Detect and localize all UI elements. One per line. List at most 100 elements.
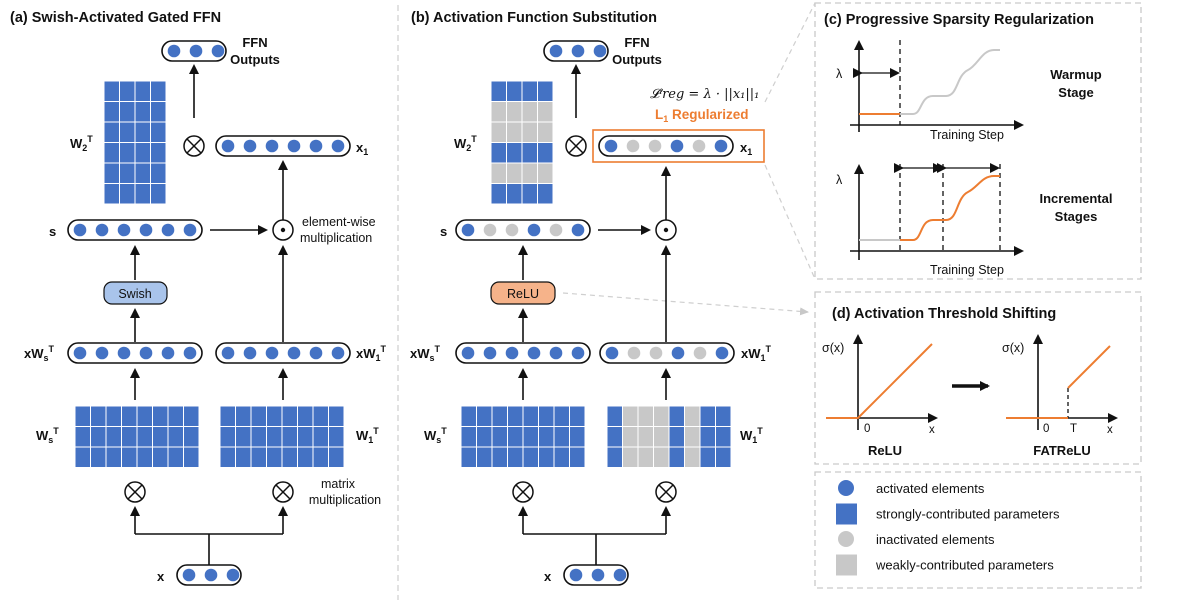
- a-s-label: s: [49, 224, 56, 239]
- b-ws-strong-cell: [491, 405, 508, 427]
- a-ws-strong-cell: [136, 446, 153, 468]
- b-w1-strong-cell: [668, 405, 685, 427]
- a-ws-strong-cell: [183, 426, 200, 448]
- b-w1-strong-cell: [606, 405, 623, 427]
- a-x1-vector: [215, 135, 351, 157]
- a-xws-activated-dot: [183, 346, 197, 360]
- b-x1-inactive-dot: [648, 139, 662, 153]
- a-w2-strong-cell: [134, 101, 151, 123]
- a-ws-strong-cell: [105, 405, 122, 427]
- a-matrix-mult-2: multiplication: [309, 493, 381, 507]
- b-w1-strong-cell: [715, 426, 732, 448]
- b-loss-formula: 𝓛ⁱreg = λ · ||x₁||₁: [650, 87, 759, 102]
- c-bottom-incremental-curve: [900, 175, 1000, 241]
- a-elementwise-1: element-wise: [302, 215, 376, 229]
- a-ws-strong-cell: [152, 426, 169, 448]
- b-ws-strong-cell: [538, 446, 555, 468]
- a-w2-strong-cell: [150, 121, 167, 143]
- a-w1-strong-cell: [281, 426, 298, 448]
- b-relu-label: ReLU: [507, 287, 539, 301]
- d-fatrelu-curve-high: [1067, 345, 1111, 389]
- b-xws-activated-dot: [549, 346, 563, 360]
- b-relu-box: [490, 281, 556, 305]
- a-ws-strong-cell: [90, 446, 107, 468]
- b-xw1-activated-dot: [605, 346, 619, 360]
- a-xws-vector: [67, 342, 203, 364]
- a-ws-strong-cell: [121, 405, 138, 427]
- legend-square-swatch: [836, 554, 857, 576]
- b-ffn-label-2: Outputs: [612, 52, 662, 67]
- a-w2-strong-cell: [150, 80, 167, 102]
- b-w2-strong-cell: [490, 183, 507, 205]
- relu-to-panel-d-link: [562, 292, 809, 316]
- a-w2-strong-cell: [119, 162, 136, 184]
- a-odot: [272, 219, 294, 241]
- b-xw1-label: xW1T: [741, 344, 772, 363]
- a-swish-label: Swish: [118, 287, 151, 301]
- a-w2-strong-cell: [103, 162, 120, 184]
- a-x-label: x: [157, 569, 165, 584]
- b-ws-strong-cell: [491, 426, 508, 448]
- a-w2-strong-cell: [119, 80, 136, 102]
- a-xw1-dots: [221, 346, 345, 360]
- a-output-activated-dot: [211, 44, 225, 58]
- b-ws-strong-cell: [569, 446, 586, 468]
- legend-label: inactivated elements: [876, 532, 995, 547]
- d-fatrelu-t: T: [1070, 423, 1077, 435]
- b-xw1-dots: [605, 346, 729, 360]
- b-w2-weak-cell: [506, 121, 523, 143]
- c-incremental-label-2: Stages: [1055, 209, 1098, 224]
- a-w2-strong-cell: [150, 183, 167, 205]
- c-warmup-label-2: Stage: [1058, 85, 1093, 100]
- b-w1-strong-cell: [668, 446, 685, 468]
- b-s-inactive-dot: [549, 223, 563, 237]
- a-s-activated-dot: [95, 223, 109, 237]
- b-ws-strong-cell: [522, 446, 539, 468]
- a-xws-dots: [73, 346, 197, 360]
- a-w1-strong-cell: [250, 426, 267, 448]
- b-x1-activated-dot: [604, 139, 618, 153]
- a-x1-activated-dot: [265, 139, 279, 153]
- a-ws-strong-cell: [105, 426, 122, 448]
- a-matrix-mult-1: matrix: [321, 477, 356, 491]
- a-w1-strong-cell: [328, 426, 345, 448]
- b-w2-weak-cell: [506, 162, 523, 184]
- a-xw1-activated-dot: [309, 346, 323, 360]
- a-ws-strong-cell: [152, 446, 169, 468]
- a-ws-strong-cell: [90, 405, 107, 427]
- a-ws-strong-cell: [90, 426, 107, 448]
- a-s-activated-dot: [73, 223, 87, 237]
- b-ws-label: WsT: [424, 426, 447, 445]
- b-x1-activated-dot: [670, 139, 684, 153]
- a-xw1-vector: [215, 342, 351, 364]
- a-w1-strong-cell: [297, 426, 314, 448]
- a-x-activated-dot: [226, 568, 240, 582]
- a-x1-dots: [221, 139, 345, 153]
- b-x1-inactive-dot: [626, 139, 640, 153]
- b-w2-strong-cell: [506, 142, 523, 164]
- b-ws-strong-cell: [476, 426, 493, 448]
- b-s-activated-dot: [527, 223, 541, 237]
- legend-dot-swatch: [838, 480, 854, 496]
- b-ws-strong-cell: [553, 446, 570, 468]
- a-xw1-activated-dot: [265, 346, 279, 360]
- b-x-activated-dot: [591, 568, 605, 582]
- a-w2-strong-cell: [103, 183, 120, 205]
- a-x1-activated-dot: [221, 139, 235, 153]
- a-x-dots: [182, 568, 240, 582]
- a-ws-strong-cell: [183, 446, 200, 468]
- b-w1-strong-cell: [606, 446, 623, 468]
- a-w1-strong-cell: [312, 405, 329, 427]
- a-s-activated-dot: [161, 223, 175, 237]
- a-w1-strong-cell: [219, 426, 236, 448]
- a-xws-activated-dot: [161, 346, 175, 360]
- d-fatrelu-caption: FATReLU: [1033, 443, 1091, 458]
- d-relu-x: x: [929, 424, 935, 436]
- a-ws-strong-cell: [121, 426, 138, 448]
- b-x-label: x: [544, 569, 552, 584]
- b-w1-weak-cell: [684, 446, 701, 468]
- a-ws-strong-cell: [183, 405, 200, 427]
- b-w1-weak-cell: [622, 446, 639, 468]
- legend-frame: [814, 471, 1142, 589]
- d-relu-curve: [826, 343, 933, 419]
